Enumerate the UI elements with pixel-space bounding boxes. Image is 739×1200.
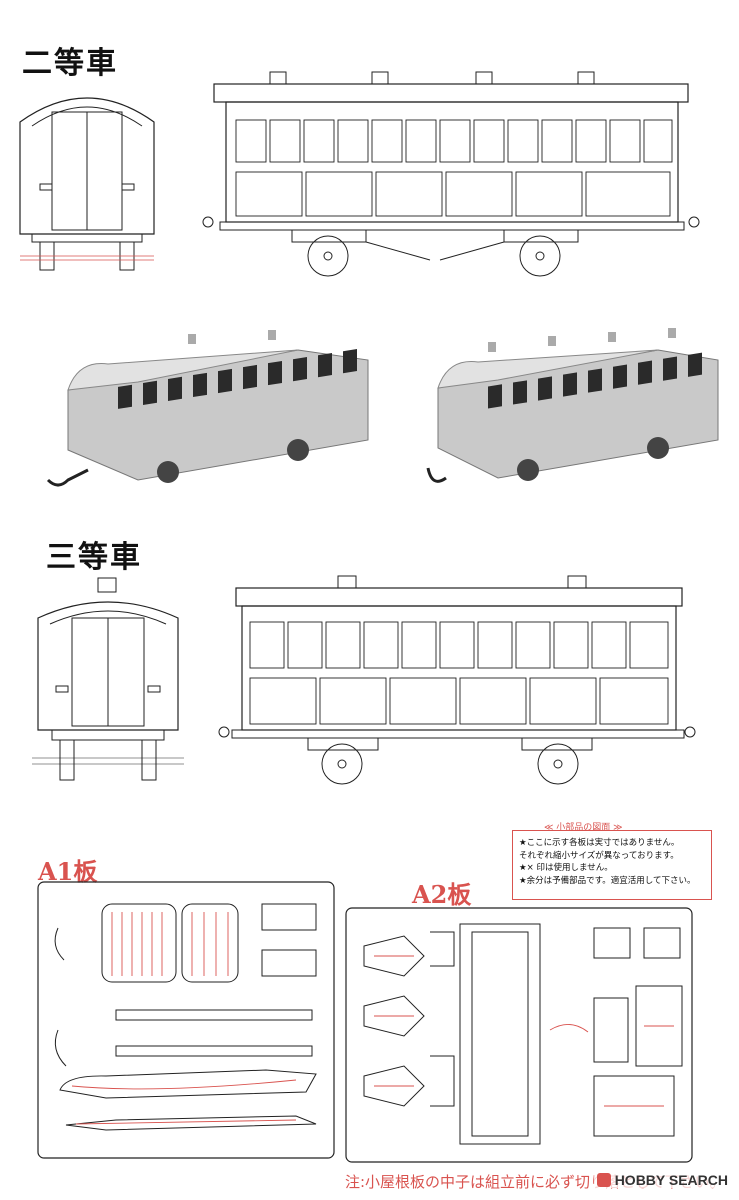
sheet-a1-label: A1板 [38, 857, 98, 886]
parts-notes: ★ここに示す各板は実寸ではありません。 それぞれ縮小サイズが異なっております。 … [512, 830, 712, 900]
assembled-model-photo-left [46, 330, 369, 487]
second-class-end-view [19, 97, 155, 271]
watermark-text: HOBBY SEARCH [614, 1172, 728, 1188]
notes-title: ≪ 小部品の図面 ≫ [540, 820, 627, 833]
sheet-a1-drawing [37, 881, 335, 1159]
assembled-model-photo-right [426, 328, 719, 483]
sheet-a2-drawing [345, 907, 693, 1163]
second-class-side-view [202, 71, 700, 277]
notes-line: それぞれ縮小サイズが異なっております。 [519, 850, 679, 861]
third-class-end-view [32, 577, 184, 781]
second-class-title: 二等車 [22, 46, 118, 81]
notes-line: ★× 印は使用しません。 [519, 863, 613, 873]
hobby-search-watermark: HOBBY SEARCH [593, 1172, 731, 1188]
notes-line: ★ここに示す各板は実寸ではありません。 [519, 838, 680, 848]
third-class-title: 三等車 [46, 540, 142, 575]
sheet-a2-label: A2板 [412, 880, 472, 909]
notes-line: ★余分は予備部品です。適宜活用して下さい。 [519, 875, 696, 886]
hobby-search-logo-icon [596, 1173, 611, 1187]
third-class-side-view [218, 575, 696, 785]
